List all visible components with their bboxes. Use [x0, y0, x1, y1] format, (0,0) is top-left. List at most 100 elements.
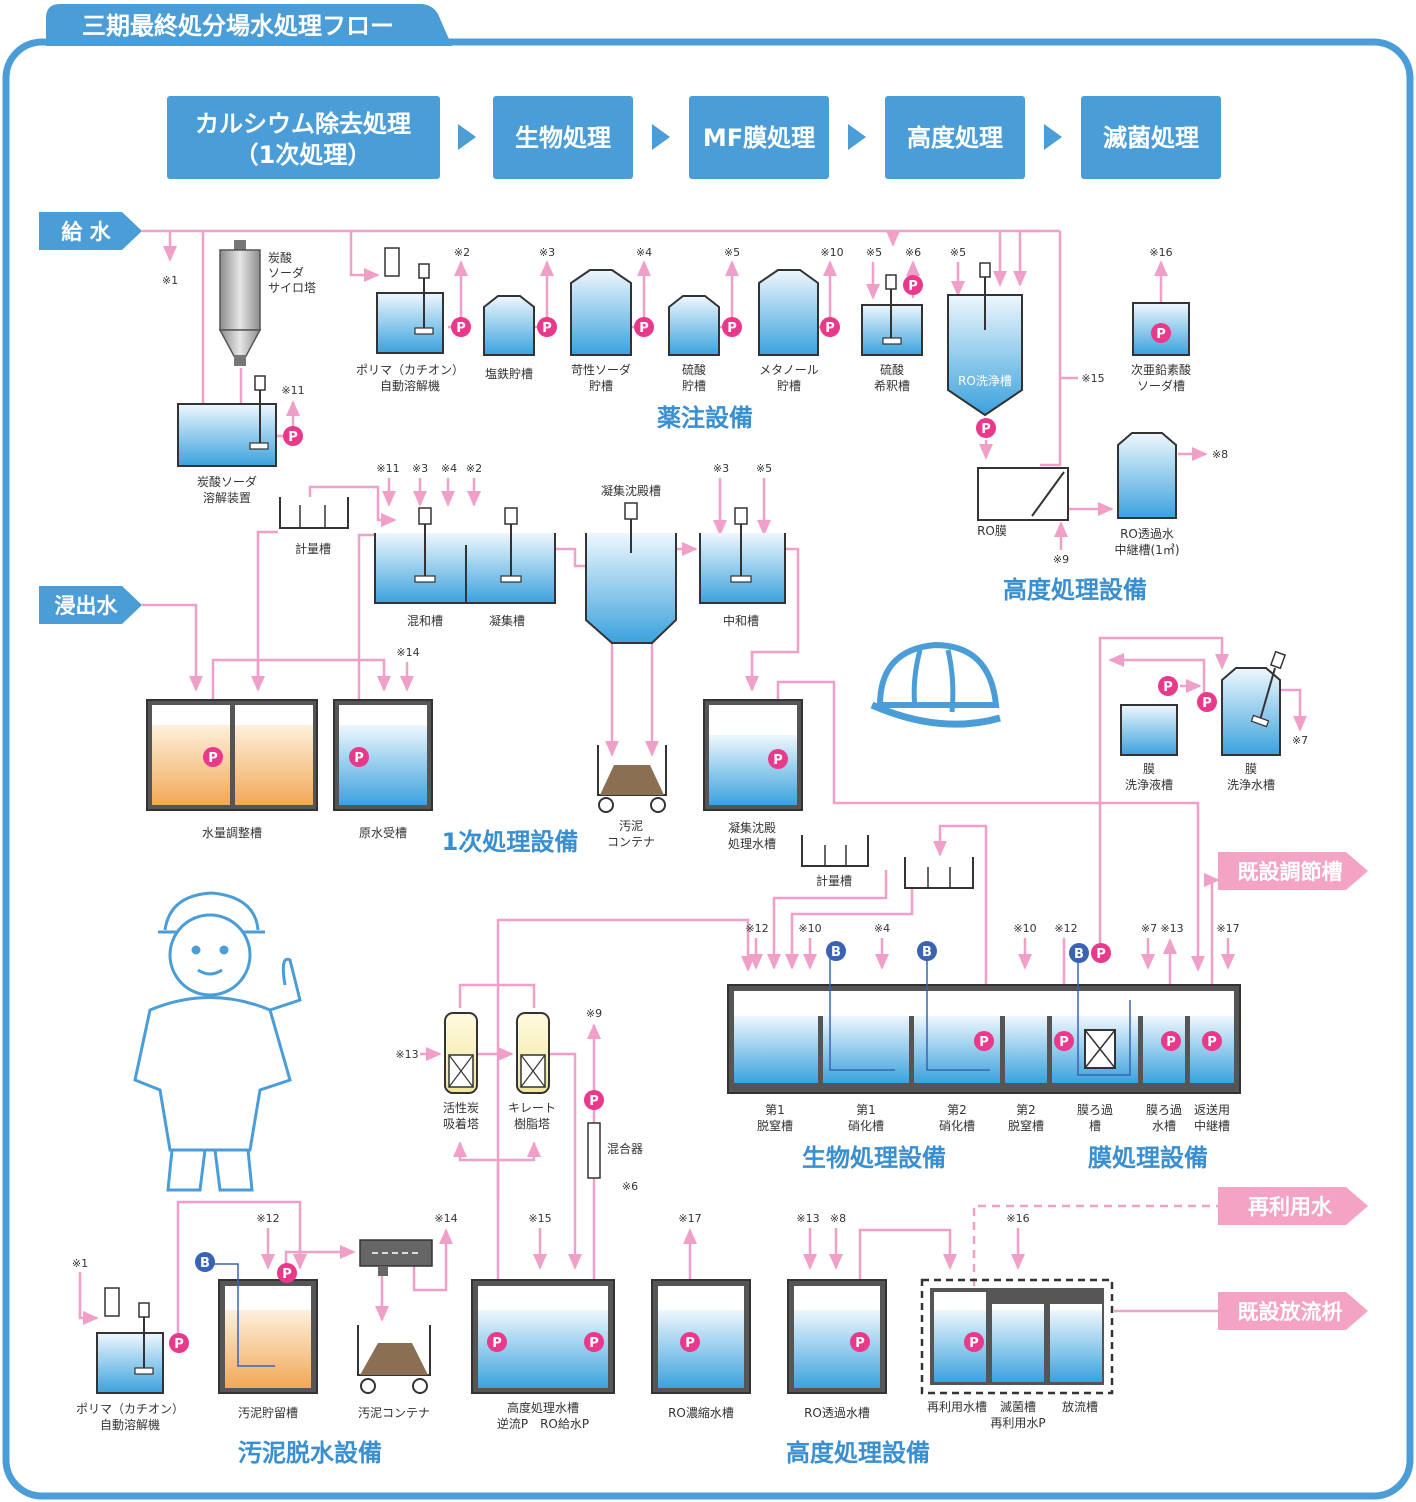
pump-icon — [537, 317, 557, 337]
polymer2-label: ポリマ（カチオン）自動溶解機 — [76, 1402, 184, 1432]
section-sludge: 汚泥脱水設備 — [238, 1439, 382, 1467]
note-mark: ※11 — [281, 384, 304, 397]
pump-icon — [976, 418, 996, 438]
pump-letter: P — [979, 1035, 989, 1050]
step-box-advanced — [885, 96, 1025, 179]
flow-adjust-label: 水量調整槽 — [202, 825, 262, 840]
mem-filtrate-label: 膜ろ過水槽 — [1146, 1103, 1182, 1133]
pump-icon — [903, 275, 923, 295]
note-mark: ※16 — [1149, 246, 1172, 259]
section-advanced-bottom: 高度処理設備 — [786, 1439, 930, 1467]
mixing-label: 混和槽 — [407, 614, 443, 628]
existing-discharge-tag — [1218, 1292, 1368, 1330]
note-mark: ※13 — [796, 1212, 819, 1225]
section-primary: 1次処理設備 — [442, 828, 579, 856]
mixer-label: 混合器 — [607, 1141, 643, 1156]
ro-concentrate-label: RO濃縮水槽 — [668, 1405, 734, 1420]
note-mark: ※17 — [678, 1212, 701, 1225]
note-mark: ※2 — [466, 462, 482, 475]
pump-letter: P — [1202, 696, 1212, 711]
metering2-label: 計量槽 — [816, 873, 852, 888]
ro-permeate-label: RO透過水槽 — [804, 1406, 870, 1420]
step-mf: MF膜処理 — [703, 124, 815, 152]
sludge-storage-label: 汚泥貯留槽 — [238, 1406, 298, 1420]
note-mark: ※3 — [539, 246, 555, 259]
note-mark: ※7 — [1141, 922, 1157, 935]
note-mark: ※6 — [905, 246, 921, 259]
pump-icon — [1202, 1031, 1222, 1051]
section-advanced-top: 高度処理設備 — [1003, 576, 1147, 604]
note-mark: ※7 — [1292, 734, 1308, 747]
section-bio: 生物処理設備 — [802, 1144, 946, 1172]
pump-icon — [203, 747, 223, 767]
note-mark: ※5 — [866, 246, 882, 259]
step-arrow-icon — [1044, 124, 1062, 150]
sludge-equipment — [96, 1239, 433, 1394]
blower-letter: B — [922, 945, 932, 960]
note-mark: ※3 — [412, 462, 428, 475]
pump-icon — [277, 1263, 297, 1283]
metering2 — [801, 835, 974, 889]
pump-icon — [1158, 676, 1178, 696]
pump-icon — [169, 1333, 189, 1353]
note-mark: ※4 — [874, 922, 890, 935]
section-chemical: 薬注設備 — [657, 404, 753, 432]
pump-letter: P — [1096, 947, 1106, 962]
pump-icon — [634, 317, 654, 337]
note-mark: ※11 — [376, 462, 399, 475]
return-relay-label: 返送用中継槽 — [1194, 1102, 1230, 1133]
note-mark: ※10 — [820, 246, 843, 259]
pump-letter: P — [1059, 1035, 1069, 1050]
reuse-tag — [1218, 1187, 1368, 1225]
pump-icon — [768, 749, 788, 769]
polymer1-label: ポリマ（カチオン）自動溶解機 — [356, 363, 464, 393]
methanol-label: メタノール貯槽 — [759, 363, 819, 393]
steril-tank-label: 滅菌槽再利用水P — [990, 1400, 1045, 1430]
blower-letter: B — [200, 1256, 210, 1271]
note-mark: ※17 — [1216, 922, 1239, 935]
note-mark: ※13 — [395, 1048, 418, 1061]
mem-wash-water-label: 膜洗浄水槽 — [1227, 762, 1275, 792]
title-tab — [46, 4, 452, 46]
mem-wash-liquid-label: 膜洗浄液槽 — [1125, 762, 1173, 792]
blower-icon — [195, 1252, 215, 1272]
pump-icon — [964, 1332, 984, 1352]
ro-membrane — [977, 467, 1069, 521]
note-mark: ※5 — [756, 462, 772, 475]
hypochlorite-label: 次亜鉛素酸ソーダ槽 — [1131, 362, 1191, 393]
pump-letter: P — [589, 1336, 599, 1351]
note-mark: ※1 — [162, 274, 178, 287]
step-box-bio — [493, 96, 633, 179]
step-arrow-icon — [652, 124, 670, 150]
pump-icon — [1054, 1031, 1074, 1051]
coag-settle-label: 凝集沈殿槽 — [601, 483, 661, 498]
reuse-tank-label: 再利用水槽 — [927, 1400, 987, 1414]
blower-letter: B — [1074, 947, 1084, 962]
raw-water-label: 原水受槽 — [359, 826, 407, 840]
note-mark: ※10 — [1013, 922, 1036, 935]
pump-letter: P — [685, 1336, 695, 1351]
step-advanced: 高度処理 — [907, 124, 1003, 152]
step-box-sterilize — [1081, 96, 1221, 179]
pump-letter: P — [492, 1336, 502, 1351]
soda-dissolve-label: 炭酸ソーダ溶解装置 — [197, 474, 257, 505]
ro-relay-tank — [1117, 432, 1177, 519]
existing-adjust-tag — [1218, 852, 1368, 890]
note-mark: ※4 — [636, 246, 652, 259]
pump-letter: P — [1166, 1035, 1176, 1050]
ferric-label: 塩鉄貯槽 — [485, 366, 533, 381]
pump-icon — [722, 317, 742, 337]
pump-letter: P — [825, 321, 835, 336]
step-box-mf — [689, 96, 829, 179]
pump-letter: P — [969, 1336, 979, 1351]
leachate-label: 浸出水 — [55, 594, 119, 618]
step-box-calcium — [167, 96, 440, 179]
pump-letter: P — [1207, 1035, 1217, 1050]
coag-treated-label: 凝集沈殿処理水槽 — [728, 820, 776, 851]
blower-icon — [917, 941, 937, 961]
